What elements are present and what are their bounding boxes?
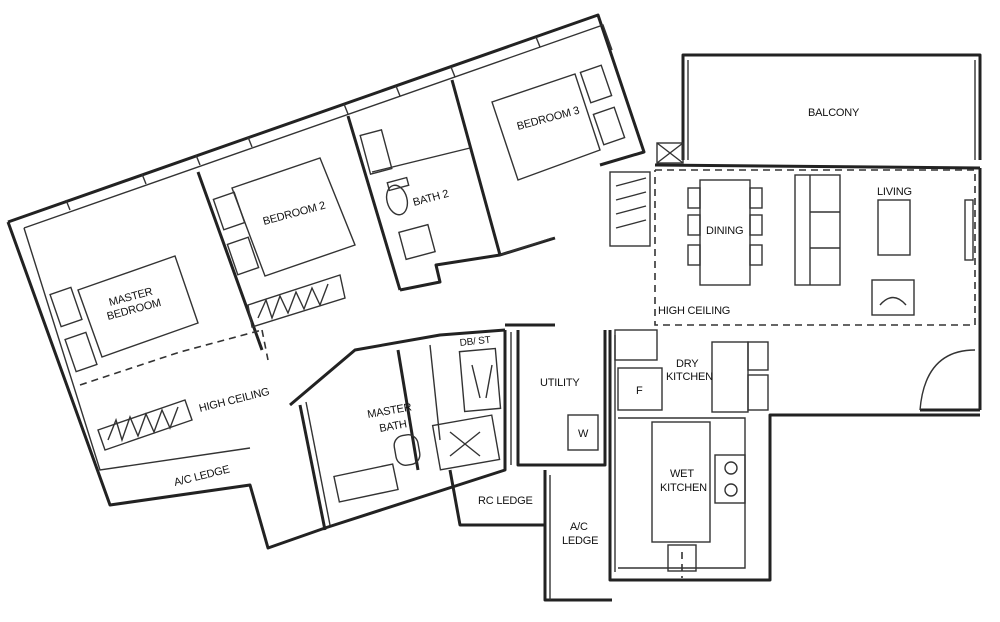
bedroom2-label: BEDROOM 2 (262, 200, 327, 228)
bedroom3-label: BEDROOM 3 (516, 105, 581, 133)
ac-ledge-mid-label-1: A/C (570, 521, 588, 533)
dining-label: DINING (706, 225, 743, 237)
db-st-label: DB/ ST (459, 335, 491, 349)
dry-kitchen-label-2: KITCHEN (666, 371, 713, 383)
washer-label: W (578, 428, 589, 440)
ac-ledge-mid-label-2: LEDGE (562, 535, 598, 547)
master-bath-label-2: BATH (378, 418, 408, 435)
wet-kitchen-label-2: KITCHEN (660, 482, 707, 494)
balcony-label: BALCONY (808, 107, 860, 119)
dry-kitchen-label-1: DRY (676, 358, 699, 370)
bedroom-2 (212, 157, 356, 328)
ac-ledge-left-label: A/C LEDGE (173, 464, 231, 489)
bath2-label: BATH 2 (412, 188, 450, 209)
bedroom-3 (491, 64, 626, 181)
kitchen-area (448, 323, 980, 602)
wet-kitchen-label-1: WET (670, 468, 694, 480)
rc-ledge-label: RC LEDGE (478, 495, 533, 507)
master-bath-label-1: MASTER (366, 401, 412, 421)
master-bedroom (49, 255, 269, 451)
living-label: LIVING (877, 186, 912, 198)
high-ceiling-living-label: HIGH CEILING (658, 305, 730, 317)
fridge-label: F (636, 385, 643, 397)
bath-2 (359, 128, 471, 261)
high-ceiling-bedroom-label: HIGH CEILING (198, 386, 271, 415)
utility-label: UTILITY (540, 377, 580, 389)
living-wing (609, 53, 982, 412)
